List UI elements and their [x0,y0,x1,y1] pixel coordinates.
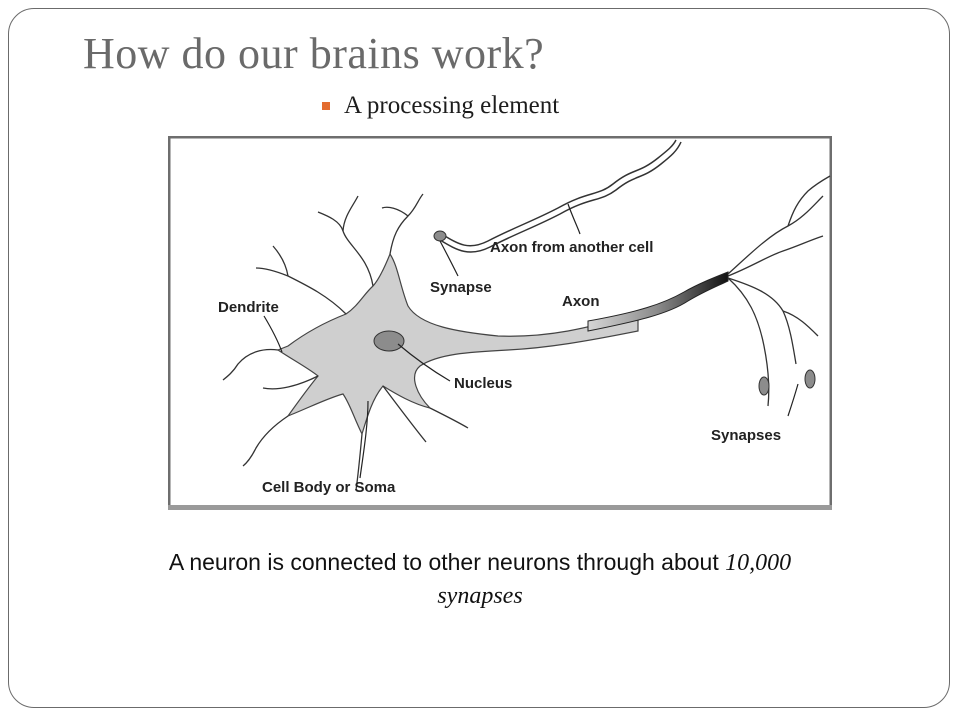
terminal-synapse-2 [804,369,816,389]
label-dendrite: Dendrite [218,299,279,316]
axon-shape [587,271,729,332]
label-axon-from-another-cell: Axon from another cell [490,239,653,256]
caption: A neuron is connected to other neurons t… [60,546,900,612]
neuron-illustration: Axon from another cell Synapse Axon Dend… [167,135,833,510]
caption-synapses: synapses [437,583,523,609]
cell-body-shape [276,252,639,436]
dendrites [222,193,469,491]
label-synapse: Synapse [430,279,492,296]
synapse-node [433,230,447,242]
label-synapses: Synapses [711,427,781,444]
diagram-border [167,135,833,509]
label-nucleus: Nucleus [454,375,512,392]
slide-frame [8,8,950,708]
caption-number: 10,000 [725,550,792,576]
terminal-synapse-1 [758,376,770,396]
label-leaders [263,203,799,479]
diagram-bottom-shadow [168,505,832,510]
label-cell-body: Cell Body or Soma [262,479,396,496]
bullet-text: A processing element [344,92,560,119]
label-axon: Axon [562,293,600,310]
nucleus-shape [373,330,405,352]
caption-text: A neuron is connected to other neurons t… [168,549,726,575]
slide-title: How do our brains work? [83,29,545,78]
incoming-axon [439,139,682,253]
bullet-item: A processing element [322,92,559,120]
neuron-diagram: Axon from another cell Synapse Axon Dend… [167,135,833,510]
bullet-square-icon [322,102,330,110]
